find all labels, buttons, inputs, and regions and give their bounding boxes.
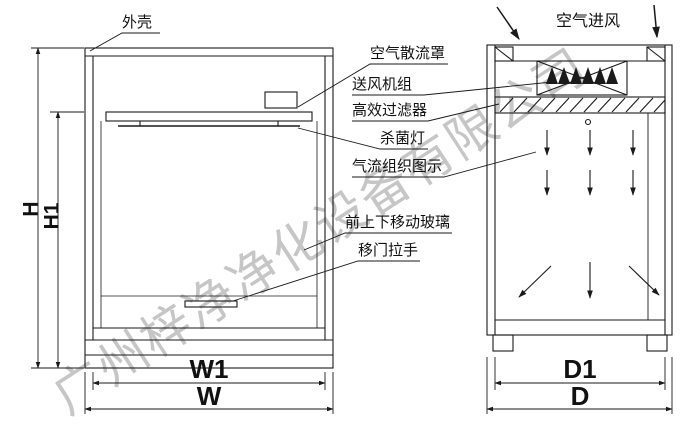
intake-arrow-icon [652, 4, 660, 39]
foot-right [646, 334, 668, 352]
diagonal-arrow-icon [628, 265, 660, 296]
front-view [84, 47, 334, 369]
label-air-inlet: 空气进风 [556, 13, 621, 30]
foot-left [492, 334, 514, 352]
side-view-outline [486, 44, 673, 336]
label-fan-unit: 送风机组 [352, 77, 413, 93]
dim-label-h: H [19, 201, 43, 217]
label-outer-shell: 外壳 [122, 15, 153, 31]
dimension-d [486, 357, 673, 414]
dimension-h1 [50, 111, 84, 369]
dimension-w [84, 372, 334, 414]
leader-door-handle [232, 260, 420, 302]
leader-airflow-pattern [352, 151, 537, 178]
label-air-diffuser: 空气散流罩 [370, 46, 446, 62]
label-front-sliding-glass: 前上下移动玻璃 [345, 215, 451, 231]
diagonal-arrow-icon [518, 265, 552, 298]
leader-lines [89, 32, 553, 302]
dimension-w1 [92, 372, 326, 390]
lamp-side-view-dot [584, 118, 592, 126]
airflow-arrows [518, 130, 660, 299]
label-door-handle: 移门拉手 [358, 243, 419, 259]
leader-hepa-filter [352, 103, 500, 122]
control-box [264, 91, 298, 109]
dim-label-h1: H1 [40, 202, 64, 230]
leader-fan-unit [352, 81, 553, 96]
dimension-d1 [494, 357, 666, 390]
front-view-outline [84, 47, 334, 369]
label-hepa-filter: 高效过滤器 [352, 103, 428, 119]
leader-germicidal-lamp [297, 127, 428, 150]
air-intake-arrows [496, 4, 660, 40]
hepa-filter-hatch [494, 96, 666, 114]
side-view [486, 44, 673, 352]
dim-label-d: D [570, 381, 590, 411]
dim-label-w: W [196, 381, 222, 411]
leader-outer-shell [89, 32, 160, 52]
dimension-lines [31, 47, 673, 414]
leader-air-diffuser [297, 63, 448, 108]
air-diffuser-plate [105, 111, 313, 122]
dim-label-d1: D1 [563, 354, 597, 384]
label-germicidal-lamp: 杀菌灯 [380, 131, 426, 147]
intake-arrow-icon [496, 6, 520, 40]
dim-label-w1: W1 [189, 354, 229, 384]
fan-unit-assembly [536, 60, 628, 96]
fan-impeller-icon [546, 67, 618, 84]
leader-front-glass [303, 232, 452, 251]
door-handle-shape [184, 300, 238, 308]
label-airflow-pattern: 气流组织图示 [352, 159, 443, 175]
fan-housing [536, 60, 628, 96]
